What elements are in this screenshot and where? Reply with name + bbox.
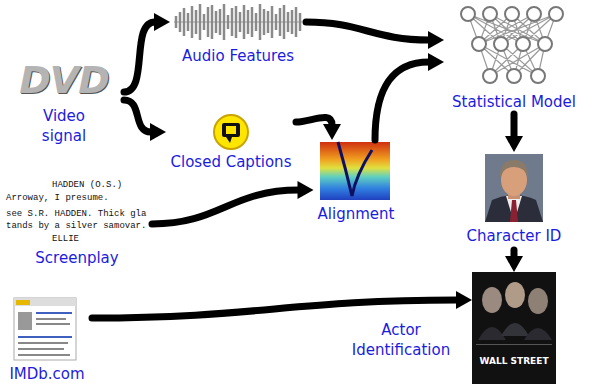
arrow-shaft: [511, 250, 518, 257]
audio-waveform: [174, 4, 302, 40]
arrow-head: [154, 13, 170, 31]
movie-poster: WALL STREET: [472, 272, 556, 384]
flow-arrow: [124, 13, 170, 92]
flow-arrow: [152, 181, 314, 224]
arrow-head: [323, 124, 341, 140]
node-label: Screenplay: [35, 248, 118, 268]
alignment-heatmap: [320, 142, 390, 200]
character-photo: [485, 154, 543, 222]
closed-captions: Closed Captions: [166, 112, 296, 174]
flow-arrow: [505, 114, 523, 152]
node-label: Closed Captions: [171, 152, 292, 172]
screenplay-line: tands by a silver samovar.: [6, 221, 146, 232]
node-label: IMDb.com: [9, 364, 84, 384]
arrow-head: [298, 181, 314, 199]
poster-title: WALL STREET: [479, 356, 548, 367]
imdb-screenshot: [14, 298, 76, 360]
arrow-head: [428, 53, 444, 71]
edge-label: Actor Identification: [345, 320, 457, 360]
arrow-shaft: [152, 190, 299, 224]
alignment: Alignment: [314, 140, 399, 230]
arrow-head: [456, 291, 472, 309]
screenplay-line: see S.R. HADDEN. Thick gla: [6, 209, 146, 220]
node-label: Statistical Model: [452, 92, 576, 112]
arrow-shaft: [92, 300, 457, 318]
arrow-head: [505, 256, 523, 272]
node-label: Audio Features: [182, 46, 294, 66]
flow-arrow: [375, 53, 444, 140]
character-id: Character ID: [444, 152, 584, 250]
arrow-shaft: [375, 62, 429, 140]
arrow-shaft: [124, 22, 155, 92]
flow-arrow: [296, 117, 341, 140]
caption-icon: [214, 115, 248, 149]
node-label: Character ID: [467, 226, 562, 246]
arrow-shaft: [511, 114, 518, 137]
node-label: Alignment: [318, 204, 395, 224]
arrow-head: [428, 31, 444, 49]
arrow-head: [150, 123, 166, 141]
screenplay-line: ELLIE: [52, 234, 79, 245]
arrow-shaft: [124, 100, 151, 132]
movie-poster: [472, 272, 556, 384]
flow-arrow: [306, 22, 444, 49]
imdb-source: IMDb.com: [2, 296, 92, 386]
audio-features: Audio Features: [170, 2, 306, 68]
logo-text: DVD: [19, 58, 109, 102]
neural-network: [461, 7, 563, 83]
screenplay-line: Arroway, I presume.: [6, 193, 109, 204]
screenplay: HADDEN (O.S.) Arroway, I presume. see S.R.…: [2, 178, 152, 272]
node-label: Video signal: [28, 106, 100, 146]
arrow-shaft: [306, 22, 429, 40]
screenplay-line: HADDEN (O.S.): [52, 180, 122, 191]
flow-arrow: [92, 291, 472, 318]
statistical-model: Statistical Model: [444, 2, 584, 114]
flow-arrow: [124, 100, 166, 141]
arrow-shaft: [296, 117, 332, 125]
flow-arrow: [505, 250, 523, 272]
arrow-head: [505, 136, 523, 152]
video-source: DVDVideo signal: [4, 58, 124, 150]
